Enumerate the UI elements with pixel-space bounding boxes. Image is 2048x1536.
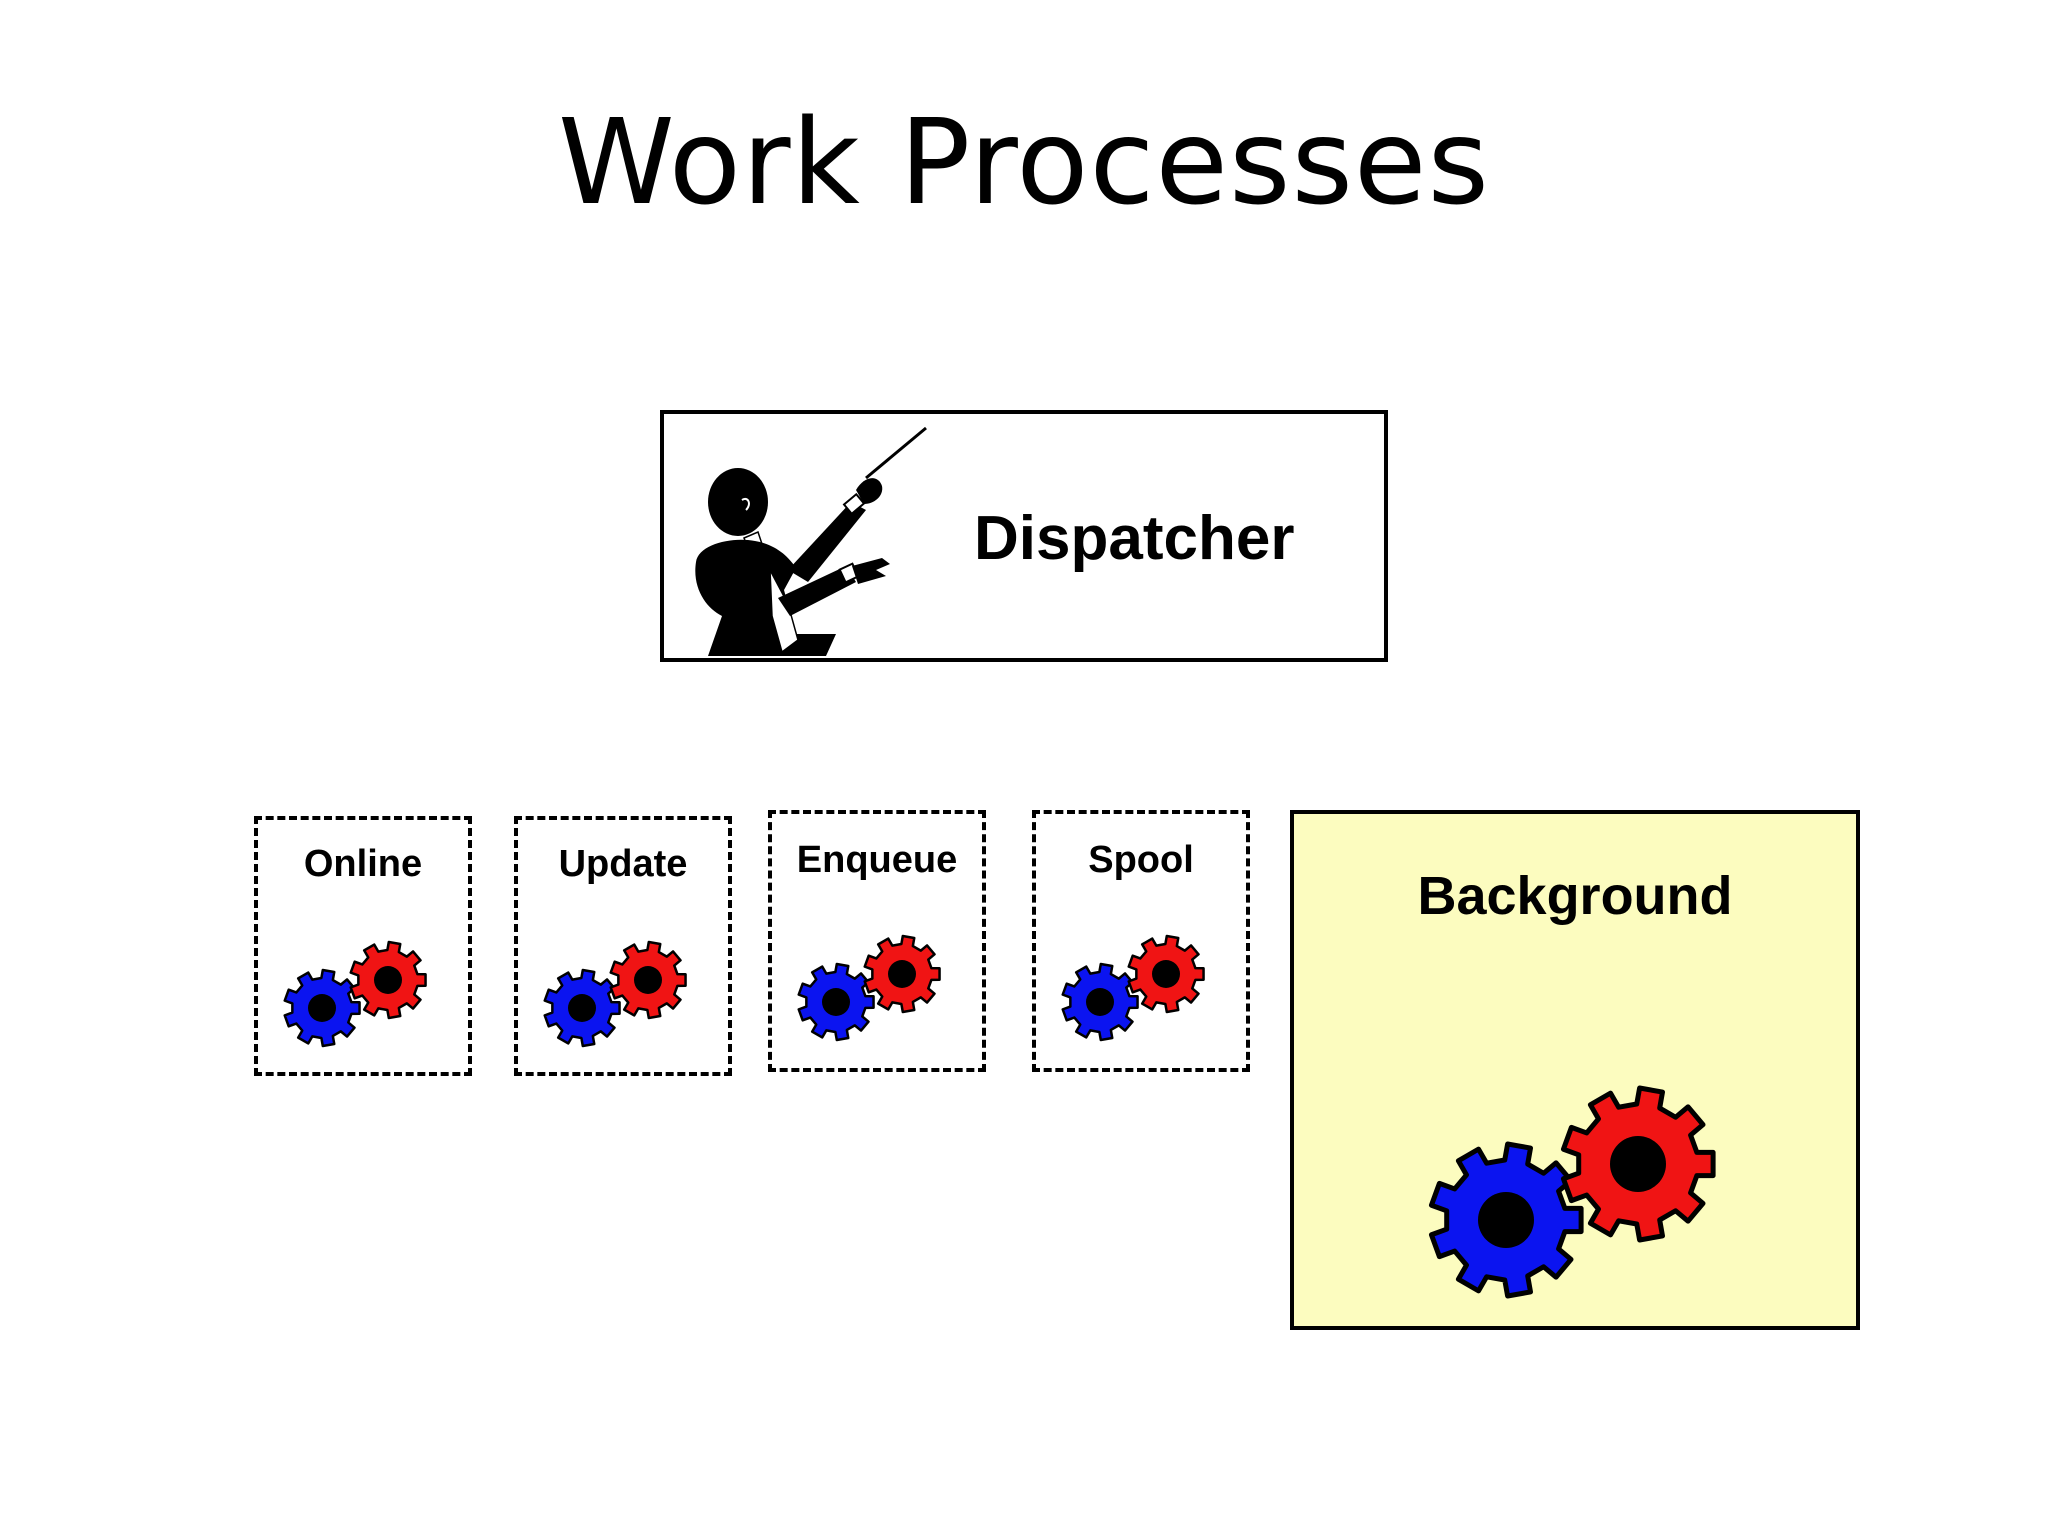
- process-label: Online: [303, 843, 423, 885]
- process-label: Enqueue: [796, 839, 958, 881]
- background-label: Background: [1417, 866, 1733, 926]
- process-box-enqueue: Enqueue: [768, 810, 986, 1072]
- process-box-spool: Spool: [1032, 810, 1250, 1072]
- gears-icon: [283, 940, 427, 1048]
- gear-hub: [1610, 1136, 1666, 1192]
- slide-title: Work Processes: [557, 93, 1490, 231]
- gears-icon: [1061, 934, 1205, 1042]
- gears-icon: [797, 934, 941, 1042]
- dispatcher-box: Dispatcher: [660, 410, 1388, 662]
- process-box-update: Update: [514, 816, 732, 1076]
- conductor-icon: [695, 426, 927, 656]
- process-label: Spool: [1088, 839, 1194, 881]
- gears-icon: [543, 940, 687, 1048]
- dispatcher-label: Dispatcher: [974, 504, 1295, 573]
- gear-hub: [634, 966, 662, 994]
- gear-hub: [888, 960, 916, 988]
- gear-hub: [568, 994, 596, 1022]
- background-box: Background: [1290, 810, 1860, 1330]
- gear-hub: [374, 966, 402, 994]
- gear-hub: [308, 994, 336, 1022]
- gears-icon: [1428, 1085, 1716, 1299]
- gear-hub: [1478, 1192, 1534, 1248]
- gear-hub: [822, 988, 850, 1016]
- gear-hub: [1152, 960, 1180, 988]
- process-label: Update: [558, 843, 688, 885]
- process-box-online: Online: [254, 816, 472, 1076]
- gear-hub: [1086, 988, 1114, 1016]
